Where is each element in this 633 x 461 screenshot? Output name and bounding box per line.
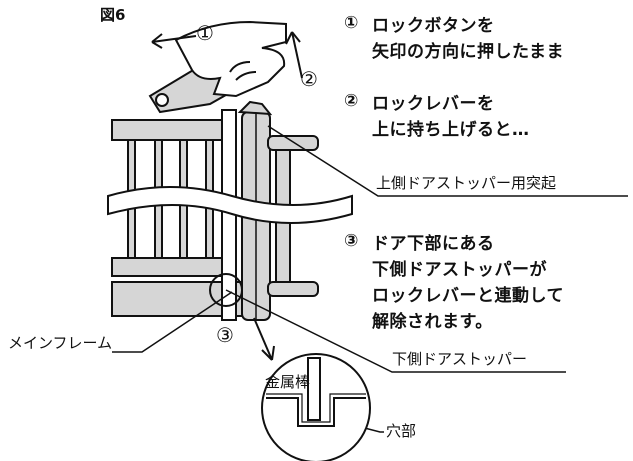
step-2-line-2: 上に持ち上げると…: [372, 120, 530, 140]
step-2-marker: ②: [344, 91, 359, 111]
step-2-line-1: ロックレバーを: [372, 94, 495, 114]
step-3-line-4: 解除されます。: [372, 312, 493, 332]
step-3-line-3: ロックレバーと連動して: [372, 286, 564, 306]
arrow-step-2: [285, 31, 303, 79]
leader-lines: [112, 125, 628, 433]
marker-detail-3: ③: [216, 323, 234, 347]
main-frame-label: メインフレーム: [8, 334, 113, 352]
break-lines: [107, 186, 353, 224]
step-3-marker: ③: [344, 231, 359, 251]
step-3-line-2: 下側ドアストッパーが: [372, 260, 547, 280]
detail-circle: [209, 273, 243, 307]
marker-arrow-2: ②: [300, 67, 318, 91]
metal-rod-label: 金属棒: [265, 373, 311, 391]
upper-stopper-label: 上側ドアストッパー用突起: [376, 174, 557, 192]
step-1-line-2: 矢印の方向に押したまま: [372, 42, 564, 62]
arrow-to-detail: [253, 317, 275, 361]
figure-label: 図6: [100, 6, 126, 24]
magnified-detail: [261, 353, 371, 461]
marker-arrow-1: ①: [196, 21, 214, 45]
lower-stopper-label: 下側ドアストッパー: [392, 350, 528, 368]
step-1-line-1: ロックボタンを: [372, 16, 495, 36]
metal-rod: [307, 357, 321, 421]
hole-label: 穴部: [386, 422, 417, 440]
arrow-step-1: [151, 33, 197, 49]
step-1-marker: ①: [344, 13, 359, 33]
step-3-line-1: ドア下部にある: [372, 234, 495, 254]
hand-illustration: [174, 20, 287, 98]
